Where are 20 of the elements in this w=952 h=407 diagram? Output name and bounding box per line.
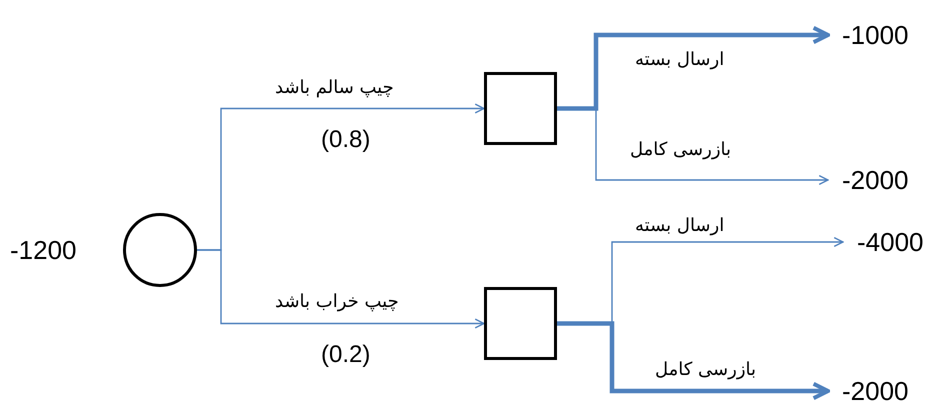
expected-value: -1200	[10, 234, 76, 266]
payoff-value: -1000	[828, 19, 948, 51]
probability-label: (0.2)	[321, 341, 370, 369]
arrow	[557, 26, 830, 111]
payoff-value: -2000	[828, 164, 948, 196]
edge-label: بازرسی کامل	[630, 138, 732, 162]
arrow	[197, 249, 485, 329]
decision-node-square	[484, 287, 557, 360]
edge-label: ارسال بسته	[635, 48, 724, 72]
edge-label: چیپ سالم باشد	[275, 76, 394, 100]
probability-label: (0.8)	[321, 126, 370, 154]
chance-node-circle	[123, 213, 197, 287]
edge-label: ارسال بسته	[635, 214, 724, 238]
arrow	[557, 108, 829, 186]
payoff-value: -4000	[843, 226, 948, 258]
decision-node-square	[484, 72, 557, 145]
payoff-value: -2000	[828, 375, 948, 407]
arrow	[557, 321, 830, 400]
edge-label: بازرسی کامل	[655, 358, 756, 382]
edge-label: چیپ خراب باشد	[275, 290, 399, 314]
